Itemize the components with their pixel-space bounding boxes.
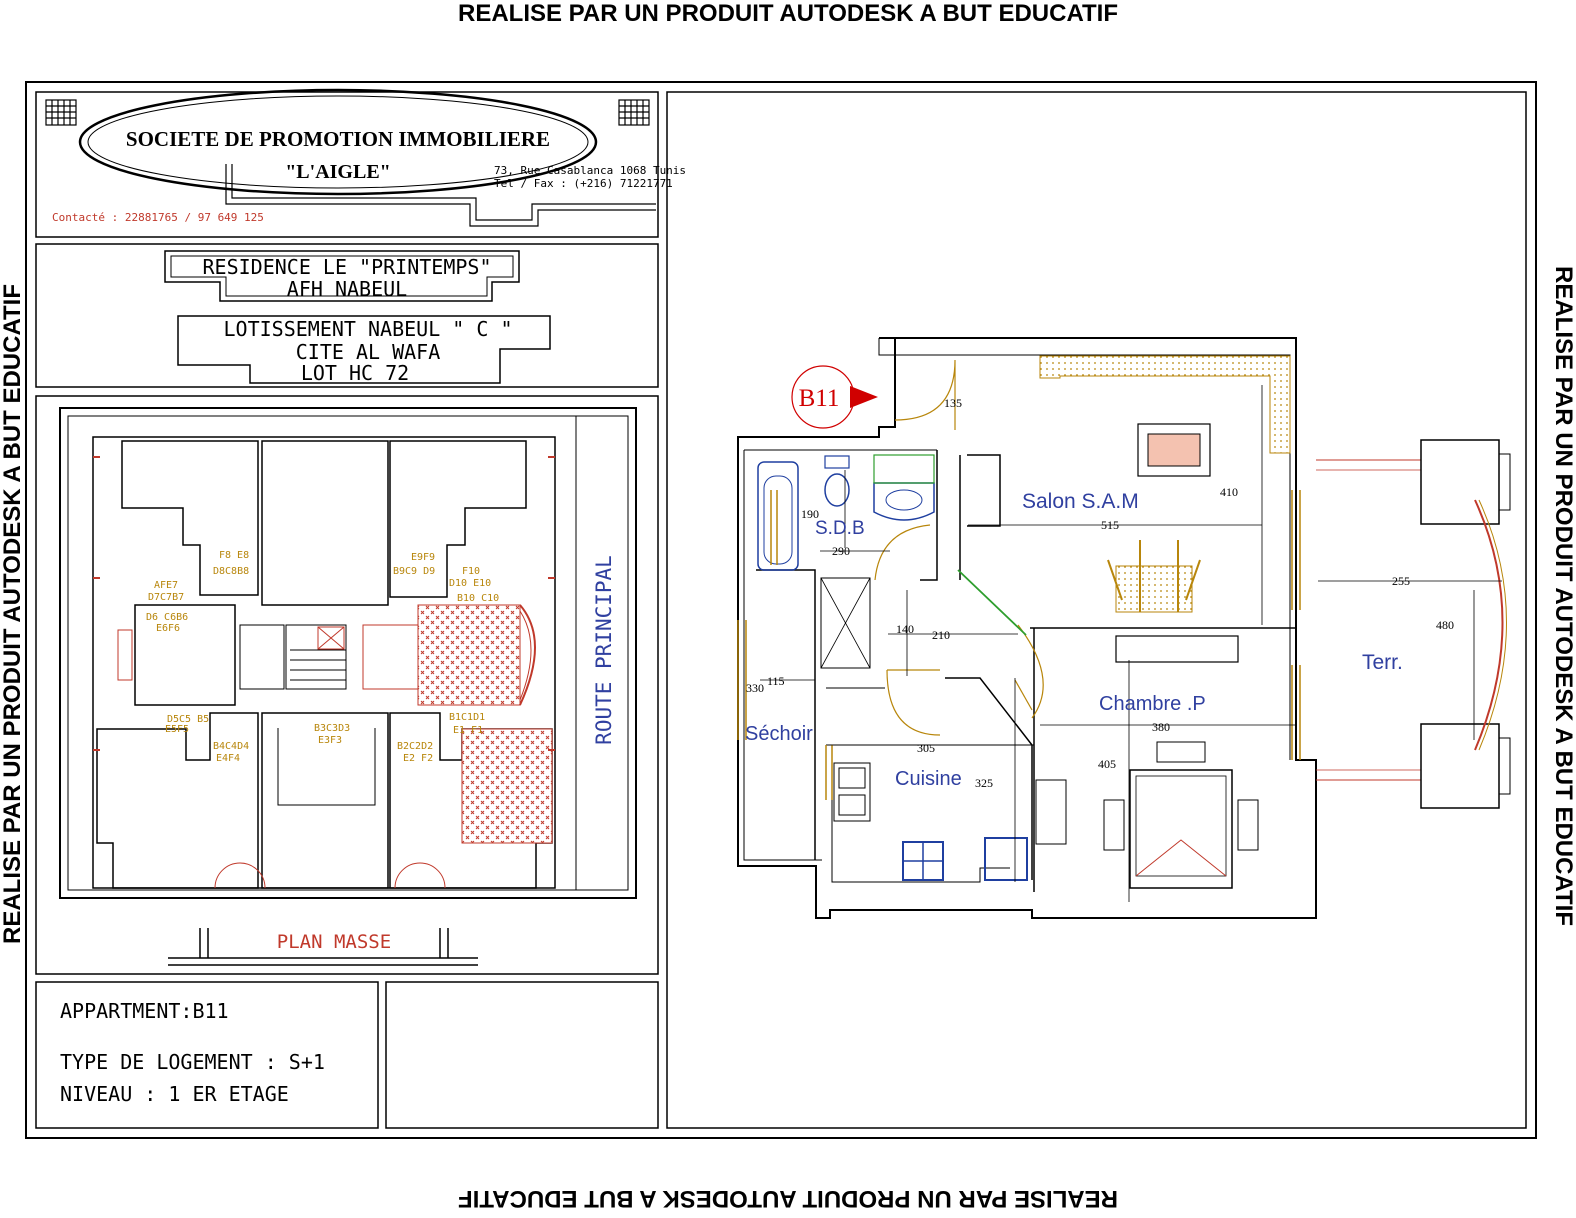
cite-name: CITE AL WAFA [296,340,441,364]
company-brand: "L'AIGLE" [285,161,391,183]
housing-type: TYPE DE LOGEMENT : S+1 [60,1050,325,1074]
dimension-label: 410 [1220,485,1238,499]
dimension-label: 190 [801,507,819,521]
room-cuisine: Cuisine [895,768,962,790]
info-block-frame [35,981,379,1129]
unit-label: B10 C10 [457,593,499,604]
residence-city: AFH NABEUL [287,277,407,301]
unit-label: D5C5 B5 [167,714,209,725]
road-label: ROUTE PRINCIPAL [592,555,616,745]
room-terrasse: Terr. [1362,651,1403,674]
site-plan [59,407,637,966]
dimension-label: 305 [917,741,935,755]
unit-label: D10 E10 [449,578,491,589]
company-contact: Contacté : 22881765 / 97 649 125 [52,211,264,224]
company-phone: Tel / Fax : (+216) 71221771 [494,177,673,190]
room-sechoir: Séchoir [745,723,813,745]
unit-label: F10 [462,566,480,577]
dimension-label: 515 [1101,518,1119,532]
empty-block-frame [385,981,659,1129]
unit-label: AFE7 [154,580,178,591]
company-logo [45,88,656,227]
plan-masse-title: PLAN MASSE [277,931,391,953]
dimension-label: 380 [1152,720,1170,734]
dimension-label: 135 [944,396,962,410]
company-name: SOCIETE DE PROMOTION IMMOBILIERE [126,127,550,151]
title-block-frame [35,91,659,238]
dimension-label: 330 [746,681,764,695]
dimension-labels: 135 410 515 190 290 255 480 140 210 115 … [746,396,1454,790]
plan-masse-frame [35,395,659,975]
unit-label: B9C9 D9 [393,566,435,577]
dimension-label: 290 [832,544,850,558]
dimension-label: 405 [1098,757,1116,771]
apartment-tag: B11 [799,385,840,412]
lotissement-name: LOTISSEMENT NABEUL " C " [224,317,513,341]
unit-label: E2 F2 [403,753,433,764]
dimension-label: 325 [975,776,993,790]
apartment-floor-plan [737,337,1511,919]
dimension-label: 480 [1436,618,1454,632]
unit-label: B4C4D4 [213,741,249,752]
unit-label: E9F9 [411,552,435,563]
floor-level: NIVEAU : 1 ER ETAGE [60,1082,289,1106]
unit-label: E4F4 [216,753,240,764]
room-chambre: Chambre .P [1099,693,1206,715]
unit-label: F8 E8 [219,550,249,561]
unit-label: B3C3D3 [314,723,350,734]
unit-label: E6F6 [156,623,180,634]
room-salon: Salon S.A.M [1022,490,1139,513]
unit-labels: F8 E8 D8C8B8 AFE7 D7C7B7 D6 C6B6 E6F6 E9… [146,550,499,764]
floor-plan-frame [666,91,1527,1129]
dimension-label: 115 [767,674,785,688]
unit-label: B1C1D1 [449,712,485,723]
grid-emblem-icon [618,99,650,126]
dimension-label: 255 [1392,574,1410,588]
company-address: 73, Rue Casablanca 1068 Tunis [494,164,686,177]
unit-label: E5F5 [165,724,189,735]
unit-label: E3F3 [318,735,342,746]
unit-label: B2C2D2 [397,741,433,752]
unit-label: E1 F1 [453,725,483,736]
residence-name: RESIDENCE LE "PRINTEMPS" [203,255,492,279]
unit-label: D7C7B7 [148,592,184,603]
dimension-label: 140 [896,622,914,636]
apartment-id: APPARTMENT:B11 [60,999,229,1023]
project-block-frame [35,243,659,388]
unit-label: D8C8B8 [213,566,249,577]
sheet-border [25,81,1537,1139]
lot-number: LOT HC 72 [301,361,409,385]
lotissement-frame [177,315,551,384]
grid-emblem-icon [45,99,77,126]
dimension-label: 210 [932,628,950,642]
watermark-top: REALISE PAR UN PRODUIT AUTODESK A BUT ED… [457,0,1118,27]
room-sdb: S.D.B [815,518,865,539]
residence-frame [164,250,520,302]
unit-label: D6 C6B6 [146,612,188,623]
